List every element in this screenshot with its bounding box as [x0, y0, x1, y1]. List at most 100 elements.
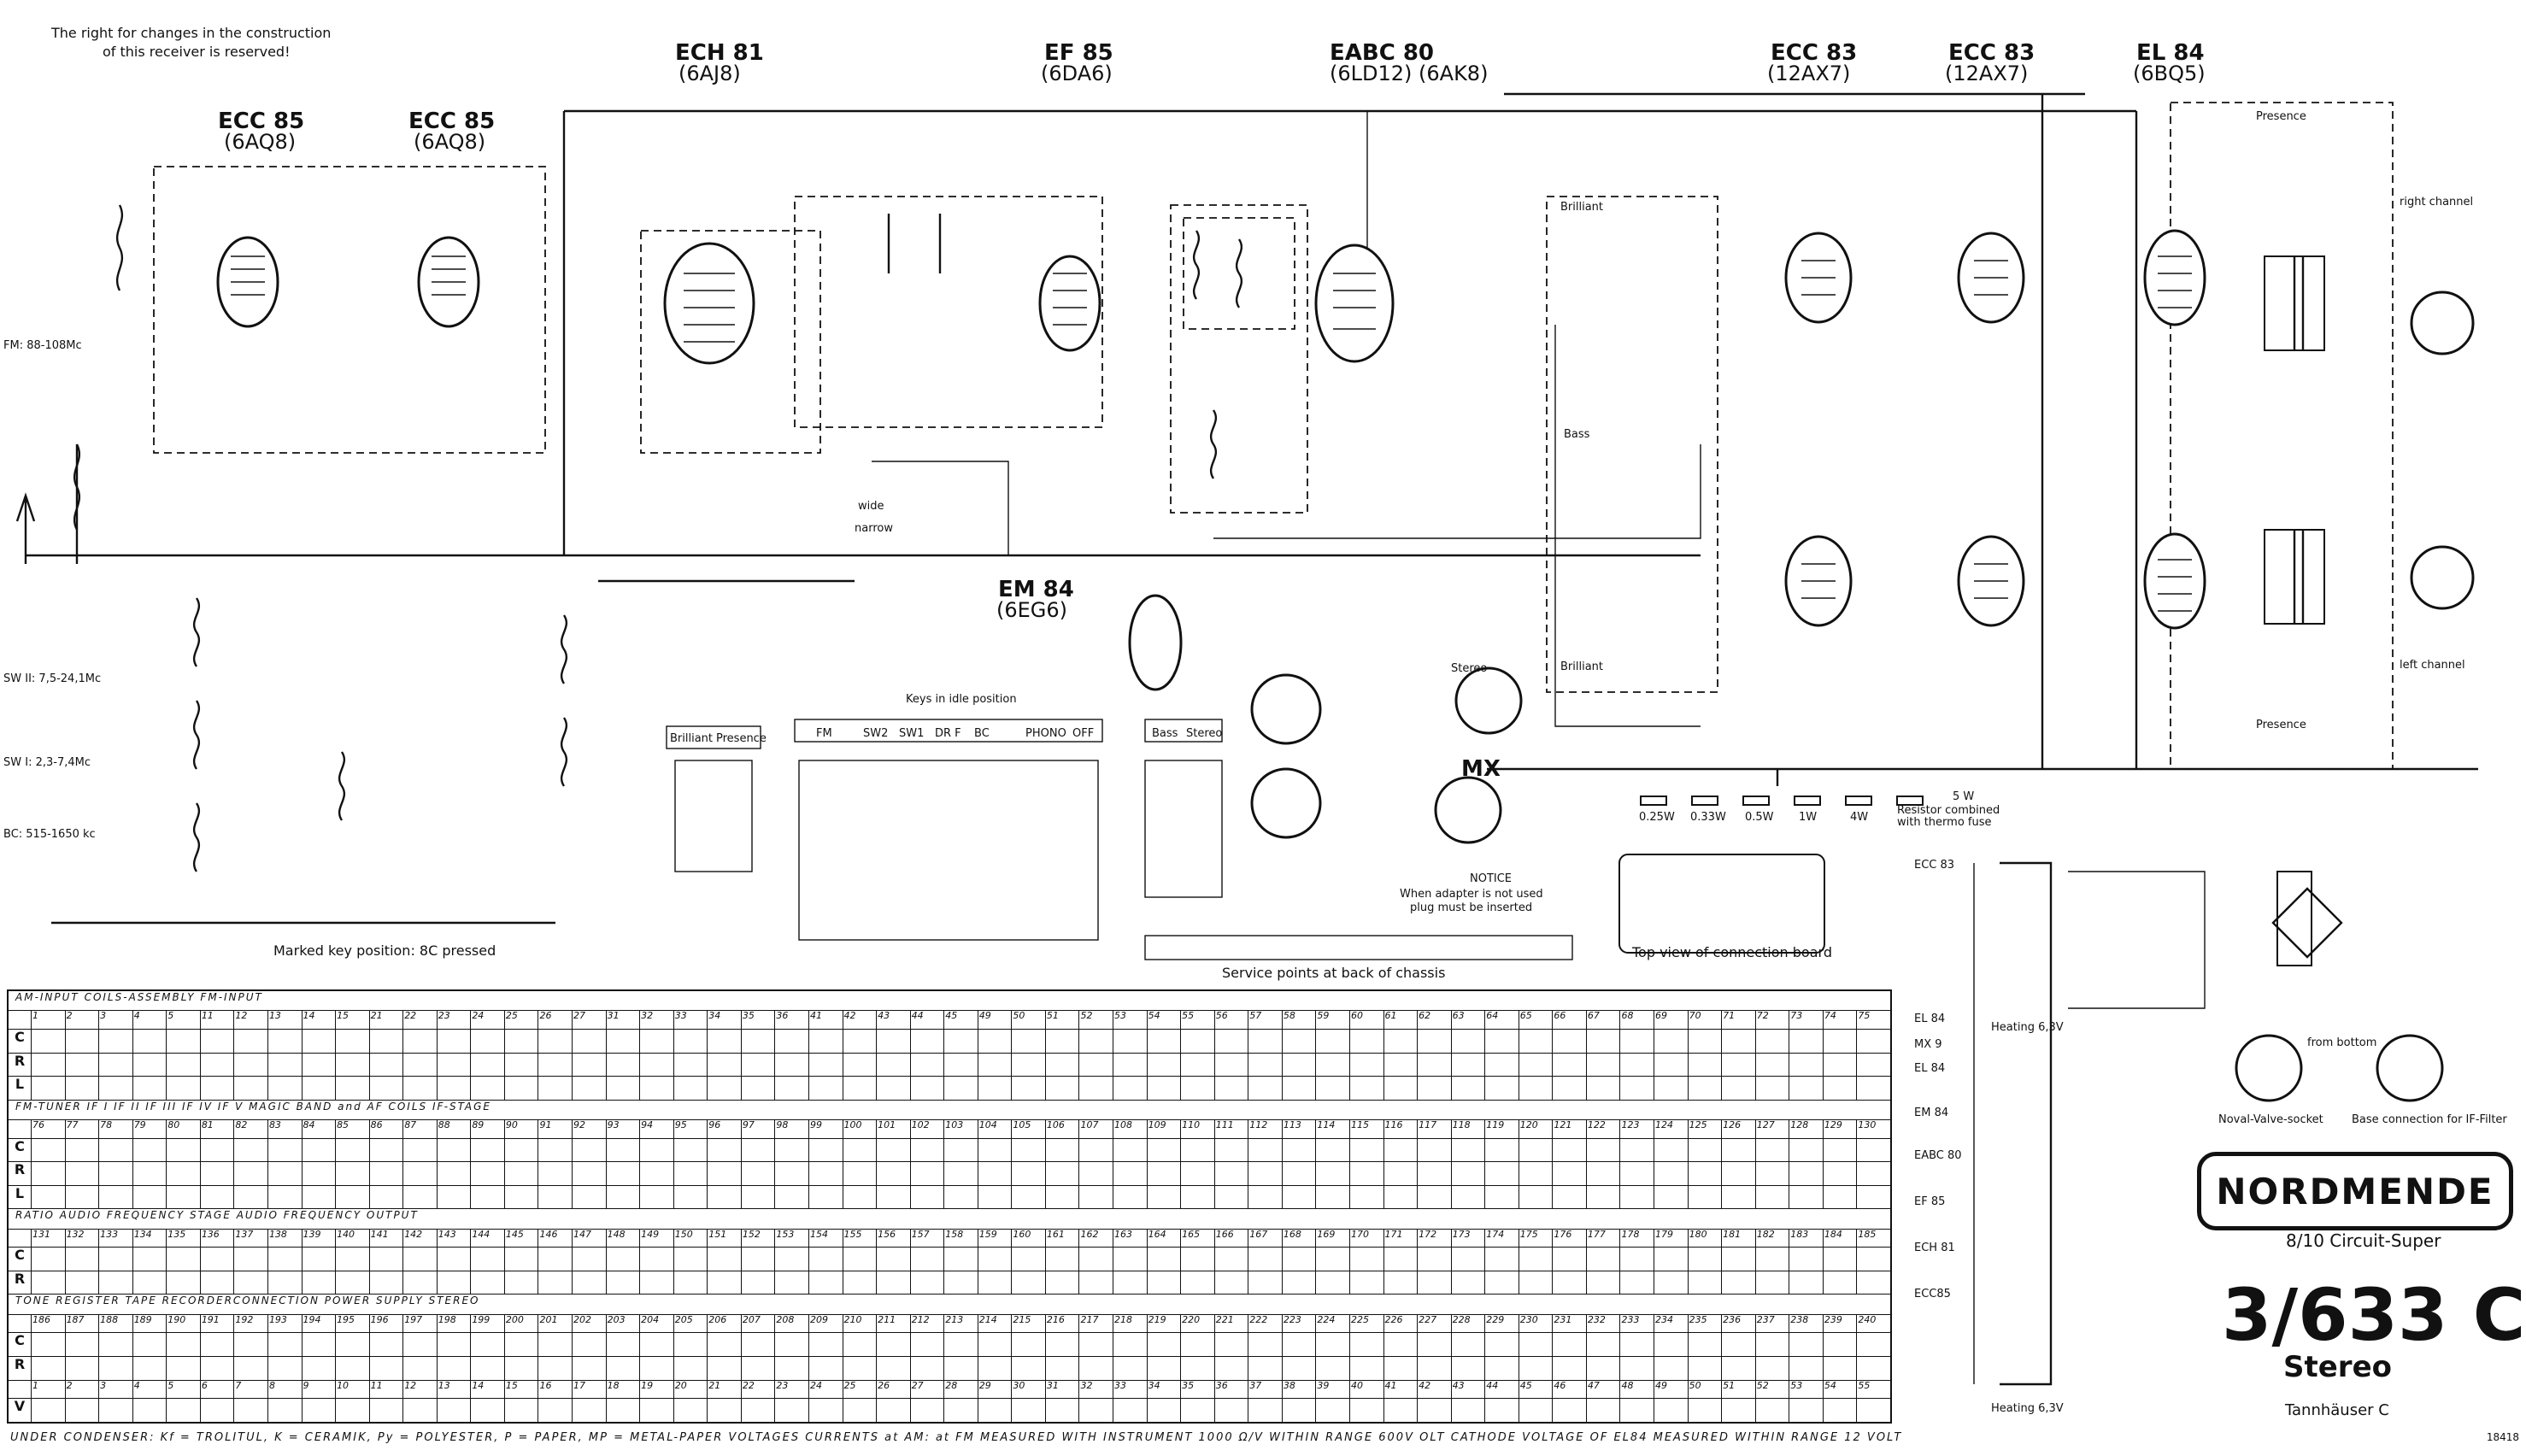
tube-title-ef85: EF 85	[1044, 40, 1113, 66]
ps-tube-7: EF 85	[1914, 1195, 1945, 1208]
table-value-cell	[335, 1271, 369, 1295]
table-value-cell	[876, 1271, 910, 1295]
table-value-cell	[842, 1053, 877, 1077]
band-fm: FM: 88-108Mc	[3, 339, 82, 352]
table-value-cell	[132, 1333, 167, 1357]
table-value-cell	[1213, 1185, 1248, 1209]
table-value-cell	[301, 1271, 336, 1295]
table-number-cell: 22	[402, 1011, 437, 1029]
table-value-cell	[876, 1162, 910, 1185]
table-value-cell	[98, 1162, 132, 1185]
table-value-cell	[166, 1029, 200, 1053]
table-value-cell	[1721, 1399, 1755, 1422]
table-number-cell: 136	[199, 1229, 234, 1248]
table-number-cell: 234	[1654, 1314, 1688, 1333]
table-value-cell	[1687, 1185, 1722, 1209]
table-value-cell	[166, 1333, 200, 1357]
table-number-cell: 132	[64, 1229, 99, 1248]
table-value-cell	[1113, 1077, 1147, 1100]
table-value-cell	[538, 1185, 572, 1209]
table-number-cell: 224	[1315, 1314, 1349, 1333]
table-number-cell: 82	[233, 1119, 267, 1138]
table-value-cell	[943, 1029, 978, 1053]
model-stereo: Stereo	[2283, 1350, 2392, 1384]
table-value-cell	[503, 1185, 538, 1209]
table-number-cell: 147	[572, 1229, 606, 1248]
right-channel-label: right channel	[2400, 196, 2473, 208]
table-value-cell	[132, 1162, 167, 1185]
table-value-cell	[199, 1399, 234, 1422]
watt-1: 1W	[1799, 811, 1817, 824]
table-value-cell	[808, 1357, 843, 1380]
table-value-cell	[1654, 1138, 1688, 1162]
table-value-cell	[842, 1333, 877, 1357]
table-value-cell	[943, 1053, 978, 1077]
table-value-cell	[1484, 1357, 1519, 1380]
table-value-cell	[572, 1029, 606, 1053]
table-value-cell	[1383, 1357, 1418, 1380]
marked-key-note: Marked key position: 8C pressed	[273, 942, 496, 959]
table-value-cell	[436, 1248, 471, 1271]
table-value-cell	[31, 1053, 65, 1077]
table-value-cell	[436, 1185, 471, 1209]
table-value-cell	[1585, 1333, 1620, 1357]
table-value-cell	[1754, 1138, 1789, 1162]
table-value-cell	[1822, 1185, 1857, 1209]
table-value-cell	[1044, 1357, 1079, 1380]
table-number-cell: 151	[707, 1229, 741, 1248]
table-number-cell: 2	[64, 1380, 99, 1399]
table-value-cell	[1146, 1185, 1181, 1209]
table-number-cell: 96	[707, 1119, 741, 1138]
table-row-letter: R	[14, 1162, 26, 1178]
table-number-cell: 167	[1248, 1229, 1282, 1248]
table-value-cell	[1552, 1248, 1586, 1271]
table-value-cell	[335, 1399, 369, 1422]
tube-symbols	[216, 229, 2206, 691]
table-value-cell	[1146, 1077, 1181, 1100]
table-value-cell	[1754, 1248, 1789, 1271]
table-number-cell: 196	[368, 1314, 403, 1333]
table-value-cell	[1348, 1138, 1383, 1162]
table-value-cell	[402, 1271, 437, 1295]
table-section-header: FM-TUNER IF I IF II IF III IF IV IF V MA…	[9, 1099, 1890, 1119]
table-value-cell	[64, 1333, 99, 1357]
table-value-cell	[166, 1077, 200, 1100]
table-number-cell: 178	[1619, 1229, 1654, 1248]
table-value-cell	[1417, 1029, 1451, 1053]
table-value-cell	[1484, 1399, 1519, 1422]
key-phono: PHONO	[1025, 727, 1066, 740]
table-number-cell: 229	[1484, 1314, 1519, 1333]
table-value-cell	[740, 1185, 775, 1209]
table-value-cell	[572, 1162, 606, 1185]
table-value-cell	[605, 1138, 640, 1162]
table-value-cell	[1856, 1185, 1890, 1209]
table-value-cell	[233, 1077, 267, 1100]
table-value-cell	[909, 1053, 944, 1077]
table-value-cell	[605, 1357, 640, 1380]
tube-title-eabc80: EABC 80	[1330, 40, 1434, 66]
table-value-cell	[98, 1357, 132, 1380]
table-value-cell	[199, 1138, 234, 1162]
table-number-cell: 131	[31, 1229, 65, 1248]
table-value-cell	[1518, 1162, 1553, 1185]
table-value-cell	[842, 1162, 877, 1185]
table-value-cell	[1315, 1357, 1349, 1380]
table-value-cell	[842, 1138, 877, 1162]
table-value-cell	[1687, 1271, 1722, 1295]
table-number-cell: 91	[538, 1119, 572, 1138]
table-corner-cell	[9, 1230, 31, 1248]
table-number-cell: 51	[1044, 1011, 1079, 1029]
table-value-cell	[740, 1399, 775, 1422]
table-value-cell	[876, 1053, 910, 1077]
table-value-cell	[842, 1248, 877, 1271]
table-number-cell: 34	[1146, 1380, 1181, 1399]
table-number-cell: 238	[1789, 1314, 1823, 1333]
table-number-cell: 184	[1822, 1229, 1857, 1248]
table-number-cell: 6	[199, 1380, 234, 1399]
table-value-cell	[166, 1162, 200, 1185]
table-number-cell: 61	[1383, 1011, 1418, 1029]
table-value-cell	[1654, 1077, 1688, 1100]
noval-socket-label: Noval-Valve-socket	[2218, 1113, 2323, 1126]
